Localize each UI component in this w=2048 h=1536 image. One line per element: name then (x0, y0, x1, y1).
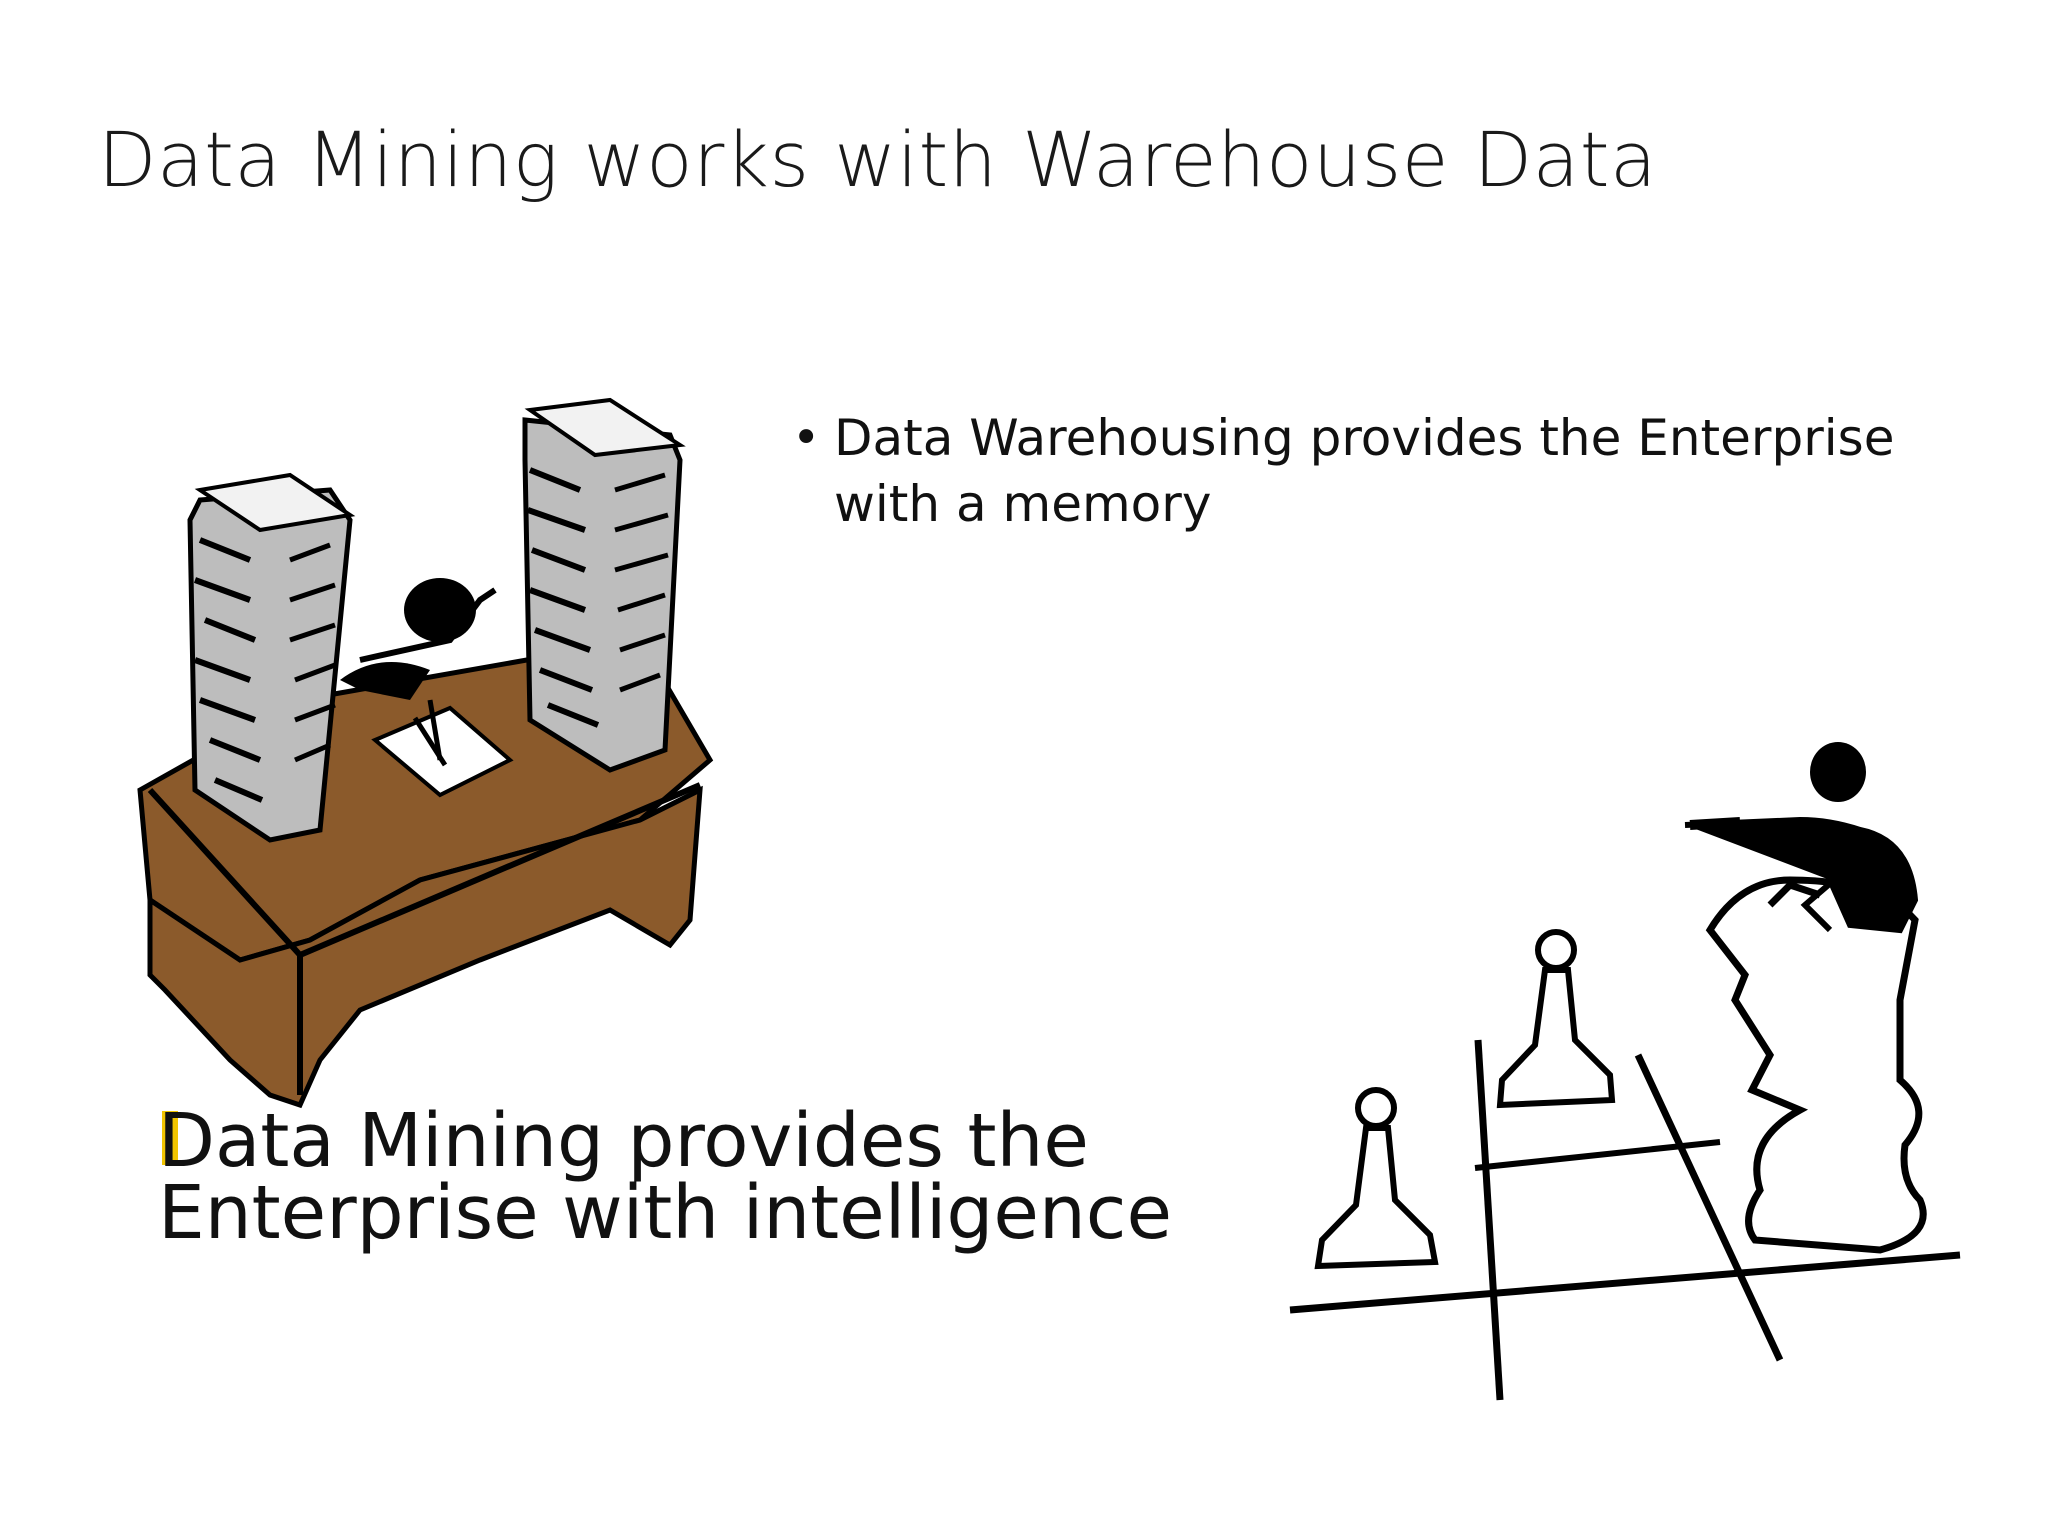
pointing-figure (1684, 742, 1919, 934)
paper-stack-right (522, 397, 686, 773)
knight-piece (1705, 876, 1927, 1254)
bullet-dot-icon: • (792, 410, 821, 466)
board-line-right (1634, 1053, 1784, 1362)
callout-text: Data Mining provides the Enterprise with… (158, 1098, 1172, 1256)
bullet-item: Data Warehousing provides the Enterprise… (834, 409, 1895, 533)
desk-front (147, 785, 703, 1109)
paper-stack-left (187, 472, 356, 843)
writer-figure (340, 578, 497, 761)
paper-sheet (371, 705, 514, 798)
board-line-bottom (1289, 1251, 1961, 1314)
slide-title: Data Mining works with Warehouse Data (98, 115, 1658, 204)
callout-marker (162, 1111, 178, 1165)
pawn-front (1314, 1087, 1439, 1270)
board-line-left (1474, 1039, 1504, 1401)
bullet-list: • Data Warehousing provides the Enterpri… (792, 405, 2012, 537)
pawn-back (1496, 929, 1616, 1109)
